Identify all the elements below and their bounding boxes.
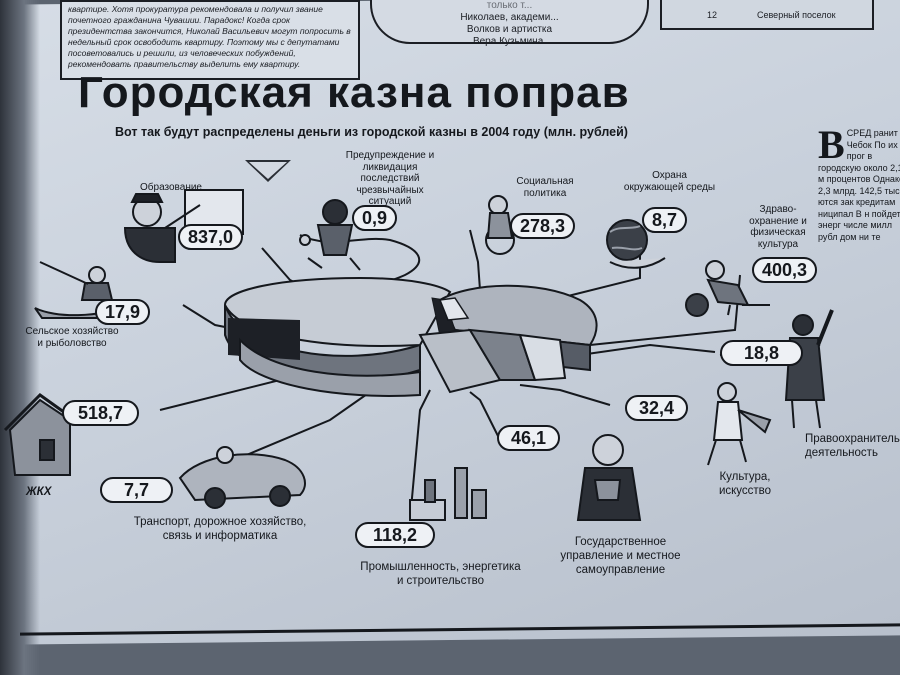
politician-illustration: [576, 434, 642, 521]
infographic-subtitle: Вот так будут распределены деньги из гор…: [115, 125, 628, 139]
value-law: 18,8: [720, 340, 804, 366]
top-left-article-text: квартире. Хотя прокуратура рекомендовала…: [68, 4, 351, 69]
label-education: Образование: [140, 182, 202, 193]
value-education: 837,0: [178, 224, 244, 250]
top-middle-line-4: Вера Кузьмина.: [472, 36, 547, 47]
value-health: 400,3: [752, 257, 818, 283]
value-culture: 32,4: [625, 395, 689, 421]
value-social: 278,3: [510, 213, 576, 239]
label-transport: Транспорт, дорожное хозяйство, связь и и…: [133, 516, 307, 542]
label-culture: Культура, искусство: [718, 471, 772, 497]
value-industry: 118,2: [355, 522, 436, 548]
label-health: Здраво-охранение и физическая культура: [749, 204, 807, 250]
car-illustration: [178, 446, 306, 509]
label-social: Социальная политика: [516, 176, 574, 199]
top-middle-line-2: Николаев, академи...: [460, 12, 559, 23]
label-agriculture: Сельское хозяйство и рыболовство: [25, 326, 119, 349]
page-fold-shadow: [0, 0, 40, 675]
globe-illustration: [606, 219, 666, 269]
label-government: Государственное управление и местное сам…: [560, 536, 681, 576]
value-agriculture: 17,9: [95, 299, 151, 325]
label-industry: Промышленность, энергетика и строительст…: [360, 561, 521, 587]
firefighter-illustration: [299, 199, 361, 271]
top-left-article: квартире. Хотя прокуратура рекомендовала…: [60, 0, 360, 80]
headline: Городская казна поправ: [78, 68, 630, 117]
factory-illustration: [409, 467, 487, 521]
pointer-triangle: [245, 160, 291, 182]
label-environment: Охрана окружающей среды: [623, 170, 716, 193]
value-government: 46,1: [497, 425, 561, 451]
value-emergency: 0,9: [352, 205, 398, 231]
label-law: Правоохранительная деятельность: [805, 433, 900, 459]
artist-illustration: [707, 382, 772, 466]
value-environment: 8,7: [642, 207, 688, 233]
top-middle-line-3: Волков и артистка: [466, 24, 553, 35]
sidebar-article: В СРЕД ранит Чебок По их прог в городску…: [818, 128, 900, 398]
label-emergency: Предупреждение и ликвидация последствий …: [345, 150, 435, 207]
label-housing: ЖКХ: [26, 486, 52, 498]
top-middle-line-1: только т...: [486, 0, 533, 11]
top-right-text: Северный поселок: [757, 10, 836, 20]
illustrations: [3, 189, 834, 521]
value-transport: 7,7: [100, 477, 174, 503]
police-illustration: [784, 309, 834, 429]
sidebar-dropcap: В: [818, 128, 845, 167]
athlete-illustration: [685, 260, 770, 317]
wheelchair-illustration: [485, 195, 515, 255]
sidebar-text: СРЕД ранит Чебок По их прог в городскую …: [818, 128, 900, 242]
top-right-number: 12: [707, 10, 718, 20]
top-right-table: 12 Северный поселок: [660, 0, 874, 30]
budget-pie-chart: [223, 276, 598, 397]
value-housing: 518,7: [62, 400, 140, 426]
